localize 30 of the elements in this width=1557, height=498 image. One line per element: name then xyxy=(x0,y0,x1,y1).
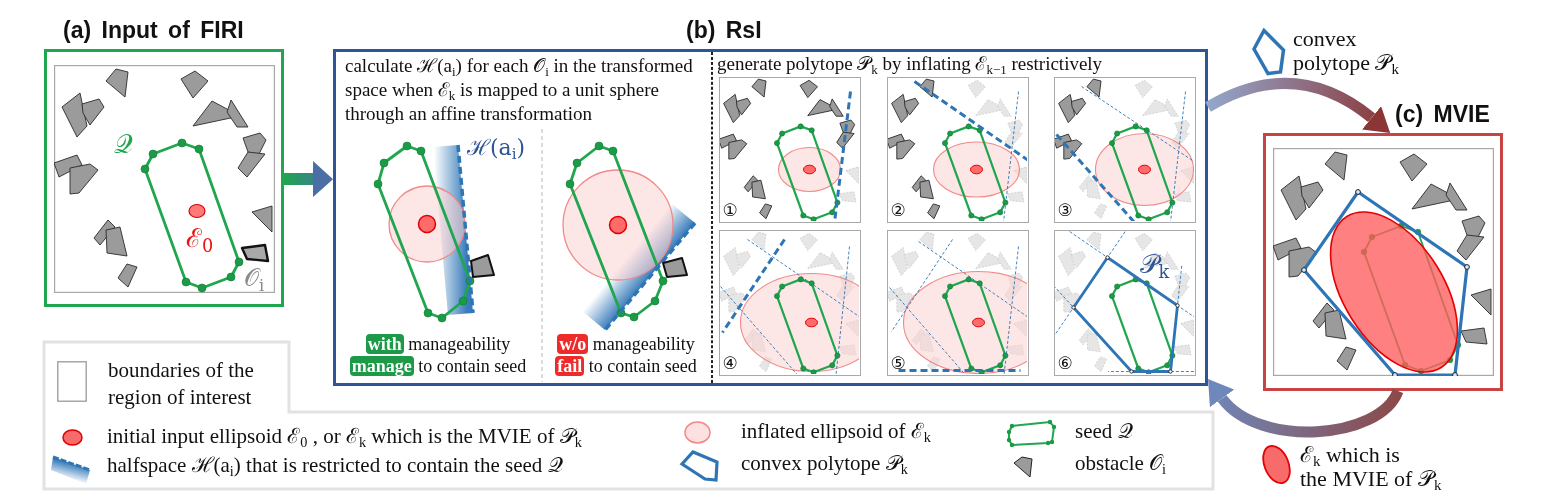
legend-text: boundaries of the region of interest xyxy=(108,357,255,411)
math-label: 𝒪$_{i}$ xyxy=(244,265,265,292)
panel-title: (a) Input of FIRI xyxy=(63,16,244,44)
legend-text: obstacle 𝒪$_{i}$ xyxy=(1075,450,1167,477)
panel-title: (c) MVIE xyxy=(1395,100,1490,128)
edge-label: ℰ$_{k}$ which is the MVIE of 𝒫$_{k}$ xyxy=(1300,443,1443,491)
step-number: ⑤ xyxy=(890,353,906,373)
math-label: 𝒬 xyxy=(114,130,133,159)
math-label: ℰ$_{0}$ xyxy=(186,224,214,253)
panel-title: (b) RsI xyxy=(686,16,762,44)
caption-text: w/o manageability fail to contain seed xyxy=(554,333,698,377)
arrow xyxy=(283,161,333,198)
legend-text: halfspace ℋ(a$_{i}$) that is restricted to contain the seed 𝒬 xyxy=(107,452,563,479)
step-number: ① xyxy=(722,200,738,220)
legend-text: seed 𝒬 xyxy=(1075,418,1133,445)
arrow xyxy=(1205,78,1391,133)
legend-text: inflated ellipsoid of ℰ$_{k}$ xyxy=(741,418,931,445)
legend-text: initial input ellipsoid ℰ$_{0}$ , or ℰ$_{k}$ which is the MVIE of 𝒫$_{k}$ xyxy=(107,423,582,450)
step-number: ② xyxy=(890,200,906,220)
legend-text: convex polytope 𝒫$_{k}$ xyxy=(741,450,908,477)
edge-label: convex polytope 𝒫$_{k}$ xyxy=(1293,27,1400,75)
step-number: ⑥ xyxy=(1057,353,1073,373)
caption-text: with manageability manage to contain seed xyxy=(348,333,528,377)
description-text: generate polytope 𝒫$_{k}$ by inflating ℰ$_{k−1}$ restrictively xyxy=(717,52,1103,76)
description-text: calculate ℋ(a$_{i}$) for each 𝒪$_{i}$ in the transformed space when ℰ$_{k}$ is mapped to a unit sphere through an affine transformation xyxy=(345,54,694,126)
math-label: 𝒫$_{k}$ xyxy=(1139,249,1170,279)
step-number: ③ xyxy=(1057,200,1073,220)
math-label: ℋ(a$_{i}$) xyxy=(467,136,526,161)
arrow xyxy=(1205,381,1403,438)
step-number: ④ xyxy=(722,353,738,373)
